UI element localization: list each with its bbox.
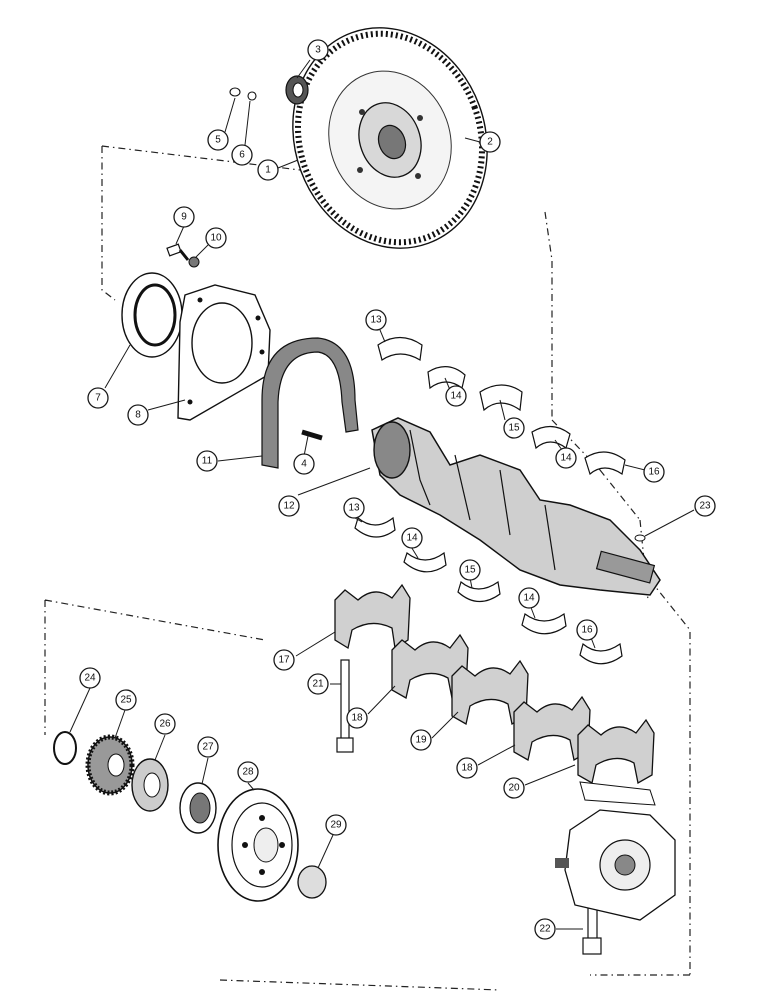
svg-text:14: 14 xyxy=(523,593,535,604)
callout-10: 10 xyxy=(205,227,227,249)
callout-14-upper-b: 14 xyxy=(555,447,577,469)
crankshaft-spacer xyxy=(131,758,169,812)
svg-text:23: 23 xyxy=(699,501,711,512)
svg-text:13: 13 xyxy=(370,315,382,326)
svg-text:7: 7 xyxy=(95,393,101,404)
svg-text:13: 13 xyxy=(348,503,360,514)
svg-text:2: 2 xyxy=(487,137,493,148)
svg-text:8: 8 xyxy=(135,410,141,421)
callout-8: 8 xyxy=(127,404,149,426)
callout-2: 2 xyxy=(479,131,501,153)
svg-text:16: 16 xyxy=(648,467,660,478)
lower-main-bearing-shells xyxy=(354,516,623,665)
svg-text:19: 19 xyxy=(415,735,427,746)
callout-18-b: 18 xyxy=(456,757,478,779)
svg-text:14: 14 xyxy=(450,391,462,402)
svg-text:24: 24 xyxy=(84,673,96,684)
callout-15-lower: 15 xyxy=(459,559,481,581)
retainer-bolt xyxy=(166,243,200,268)
svg-text:26: 26 xyxy=(159,719,171,730)
callout-28: 28 xyxy=(237,761,259,783)
svg-text:10: 10 xyxy=(210,233,222,244)
svg-text:14: 14 xyxy=(406,533,418,544)
callout-6: 6 xyxy=(231,144,253,166)
callout-26: 26 xyxy=(154,713,176,735)
callout-17: 17 xyxy=(273,649,295,671)
svg-text:28: 28 xyxy=(242,767,254,778)
pilot-bearing xyxy=(285,75,309,105)
main-cap-bolt xyxy=(336,659,354,753)
callout-20: 20 xyxy=(503,777,525,799)
callout-23: 23 xyxy=(694,495,716,517)
upper-main-bearing-shells xyxy=(377,336,626,476)
svg-text:6: 6 xyxy=(239,150,245,161)
callout-16-upper: 16 xyxy=(643,461,665,483)
callout-29: 29 xyxy=(325,814,347,836)
callout-5: 5 xyxy=(207,129,229,151)
svg-text:17: 17 xyxy=(278,655,290,666)
callout-15-upper: 15 xyxy=(503,417,525,439)
callout-14-lower-b: 14 xyxy=(518,587,540,609)
thrust-washer xyxy=(53,731,77,765)
callout-18-a: 18 xyxy=(346,707,368,729)
crankshaft-pulley xyxy=(217,788,299,902)
retainer-gasket xyxy=(261,337,359,469)
callout-9: 9 xyxy=(173,206,195,228)
oil-pump-housing xyxy=(555,781,676,921)
svg-text:21: 21 xyxy=(312,679,324,690)
callout-3: 3 xyxy=(307,39,329,61)
svg-text:1: 1 xyxy=(265,165,271,176)
callout-7: 7 xyxy=(87,387,109,409)
svg-text:18: 18 xyxy=(461,763,473,774)
dowel-pin xyxy=(301,429,323,441)
callout-24: 24 xyxy=(79,667,101,689)
svg-text:3: 3 xyxy=(315,45,321,56)
svg-text:12: 12 xyxy=(283,501,295,512)
callout-12: 12 xyxy=(278,495,300,517)
svg-text:15: 15 xyxy=(508,423,520,434)
crankshaft-gear xyxy=(85,734,135,796)
callout-14-upper-a: 14 xyxy=(445,385,467,407)
svg-text:22: 22 xyxy=(539,924,551,935)
svg-text:27: 27 xyxy=(202,742,214,753)
callout-14-lower-a: 14 xyxy=(401,527,423,549)
callout-25: 25 xyxy=(115,689,137,711)
seal-retainer-plate xyxy=(177,284,271,421)
callout-19: 19 xyxy=(410,729,432,751)
crank-dowel xyxy=(634,534,646,542)
callout-13-lower: 13 xyxy=(343,497,365,519)
svg-text:15: 15 xyxy=(464,565,476,576)
callout-22: 22 xyxy=(534,918,556,940)
flywheel-bolt-and-washer xyxy=(229,87,257,101)
callout-4: 4 xyxy=(293,453,315,475)
engine-block-outline-upper xyxy=(101,145,649,601)
engine-block-outline-lower xyxy=(44,579,691,991)
callout-11: 11 xyxy=(196,450,218,472)
svg-text:4: 4 xyxy=(301,459,307,470)
svg-text:11: 11 xyxy=(202,456,213,467)
callout-27: 27 xyxy=(197,736,219,758)
callout-21: 21 xyxy=(307,673,329,695)
svg-text:18: 18 xyxy=(351,713,363,724)
crankshaft xyxy=(371,417,661,596)
svg-text:5: 5 xyxy=(215,135,221,146)
svg-text:9: 9 xyxy=(181,212,187,223)
main-bearing-caps xyxy=(334,583,655,785)
svg-text:25: 25 xyxy=(120,695,132,706)
flywheel xyxy=(292,27,488,249)
svg-text:14: 14 xyxy=(560,453,572,464)
rear-oil-seal xyxy=(121,272,183,358)
svg-text:20: 20 xyxy=(508,783,520,794)
svg-text:16: 16 xyxy=(581,625,593,636)
callout-13-upper: 13 xyxy=(365,309,387,331)
callout-1: 1 xyxy=(257,159,279,181)
front-oil-seal xyxy=(179,782,217,834)
svg-text:29: 29 xyxy=(330,820,342,831)
callout-16-lower: 16 xyxy=(576,619,598,641)
pulley-nut xyxy=(297,865,327,899)
